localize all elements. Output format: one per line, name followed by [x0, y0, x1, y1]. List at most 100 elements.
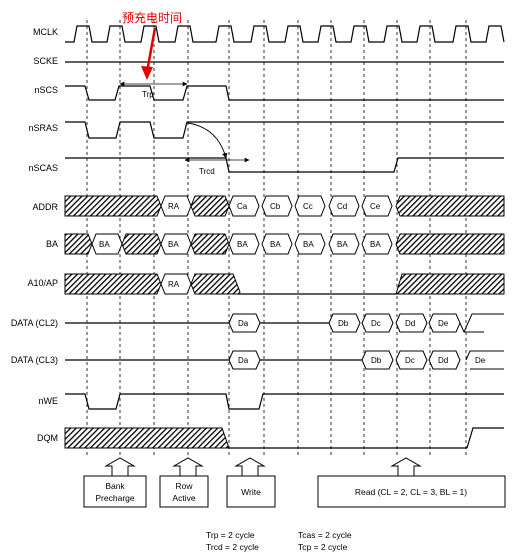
read-label: Read (CL = 2, CL = 3, BL = 1)	[355, 487, 467, 497]
write-arrow	[234, 457, 266, 477]
ba-cell	[328, 233, 360, 255]
note-tcas: Tcas = 2 cycle	[298, 530, 352, 540]
note-trp: Trp = 2 cycle	[206, 530, 255, 540]
nscas-waveform	[65, 157, 504, 173]
signal-label-nscs: nSCS	[34, 85, 58, 95]
addr-hatched-2	[190, 195, 230, 217]
ba-cell-label: BA	[337, 240, 348, 249]
data-cl3-cell-label: Dd	[438, 356, 448, 365]
ba-cell	[294, 233, 326, 255]
bank-precharge-box	[83, 475, 147, 508]
command-arrows	[104, 457, 422, 477]
signal-label-mclk: MCLK	[33, 27, 58, 37]
addr-hatched-3	[395, 195, 505, 217]
ba-cell-label: BA	[168, 240, 179, 249]
ba-hatched-2	[121, 233, 162, 255]
signal-label-a10ap: A10/AP	[27, 278, 58, 288]
note-trcd: Trcd = 2 cycle	[206, 542, 259, 552]
data-cl2-cell	[328, 313, 361, 333]
ba-cell-label: BA	[370, 240, 381, 249]
addr-cell	[294, 195, 326, 217]
bank-precharge-arrow	[104, 457, 136, 477]
command-boxes: Bank Precharge Row Active Write Read (CL…	[83, 475, 506, 508]
a10-hatched-2	[190, 273, 241, 295]
bank-precharge-line1: Bank	[105, 481, 125, 491]
addr-cell	[361, 195, 393, 217]
addr-cell-label: Cd	[337, 202, 347, 211]
addr-hatched-1	[64, 195, 162, 217]
data-cl2-cell-label: Dd	[405, 319, 415, 328]
signal-label-data-cl3: DATA (CL3)	[11, 355, 58, 365]
addr-cell-label: Ca	[237, 202, 248, 211]
nwe-waveform	[65, 393, 504, 410]
addr-cell	[261, 195, 293, 217]
data-cl2-cell-label: Db	[338, 319, 349, 328]
data-cl2-cell	[361, 313, 394, 333]
a10-hatched-3	[395, 273, 505, 295]
signal-label-ba: BA	[46, 239, 58, 249]
ba-cell	[228, 233, 260, 255]
row-active-line1: Row	[175, 481, 193, 491]
addr-cell-label: Ce	[370, 202, 381, 211]
ba-hatched-4	[395, 233, 505, 255]
data-cl3-cell-label: Dc	[405, 356, 415, 365]
addr-cell-label: Cb	[270, 202, 281, 211]
data-cl3-bus: Da Db Dc Dd De	[65, 350, 504, 370]
signal-label-scke: SCKE	[33, 56, 58, 66]
trcd-marker: Trcd	[184, 122, 250, 176]
note-tcp: Tcp = 2 cycle	[298, 542, 348, 552]
trcd-label: Trcd	[199, 167, 215, 176]
addr-cell-label: Cc	[303, 202, 313, 211]
data-cl3-cell	[428, 350, 461, 370]
nscs-waveform	[65, 85, 504, 101]
row-active-line2: Active	[172, 493, 195, 503]
data-cl2-cell-label: De	[438, 319, 449, 328]
data-cl3-cell	[361, 350, 394, 370]
ba-hatched-3	[190, 233, 230, 255]
ba-hatched-1	[64, 233, 93, 255]
read-arrow	[390, 457, 422, 477]
ba-cell	[261, 233, 293, 255]
signal-label-nsras: nSRAS	[28, 123, 58, 133]
addr-cell	[328, 195, 360, 217]
bank-precharge-line2: Precharge	[95, 493, 134, 503]
signal-label-nscas: nSCAS	[28, 163, 58, 173]
data-cl3-cell	[465, 350, 504, 370]
addr-cell	[228, 195, 260, 217]
trp-marker: Trp	[119, 81, 188, 99]
trp-label: Trp	[142, 90, 154, 99]
data-cl3-cell-label: De	[475, 356, 486, 365]
ba-bus: BA BA BA BA BA BA BA	[64, 233, 505, 255]
ba-cell-label: BA	[270, 240, 281, 249]
row-active-box	[159, 475, 209, 508]
data-cl3-cell-label: Da	[238, 356, 249, 365]
ba-cell-label: BA	[99, 240, 110, 249]
signal-label-nwe: nWE	[38, 396, 58, 406]
ba-cell-label: BA	[303, 240, 314, 249]
read-box	[317, 475, 506, 508]
a10ap-bus: RA	[64, 273, 505, 295]
data-cl2-cell-label: Da	[238, 319, 249, 328]
ba-cell-label: BA	[237, 240, 248, 249]
precharge-time-label: 预充电时间	[122, 10, 182, 25]
data-cl3-cell-label: Db	[371, 356, 382, 365]
write-box	[226, 475, 276, 508]
dqm-hatched-1	[64, 427, 230, 449]
write-label: Write	[241, 487, 261, 497]
signal-label-addr: ADDR	[32, 202, 58, 212]
addr-cell-label: RA	[168, 202, 180, 211]
clock-grid-lines	[86, 20, 467, 455]
ba-cell	[361, 233, 393, 255]
a10-cell-label: RA	[168, 280, 180, 289]
data-cl3-cell	[395, 350, 428, 370]
addr-bus: RA Ca Cb Cc Cd Ce	[64, 195, 505, 217]
signal-label-dqm: DQM	[37, 433, 58, 443]
row-active-arrow	[172, 457, 204, 477]
precharge-time-annotation: 预充电时间	[122, 10, 182, 80]
mclk-waveform	[65, 25, 505, 43]
a10-hatched-1	[64, 273, 162, 295]
signal-label-data-cl2: DATA (CL2)	[11, 318, 58, 328]
dqm-waveform	[64, 427, 504, 449]
data-cl2-cell	[395, 313, 428, 333]
